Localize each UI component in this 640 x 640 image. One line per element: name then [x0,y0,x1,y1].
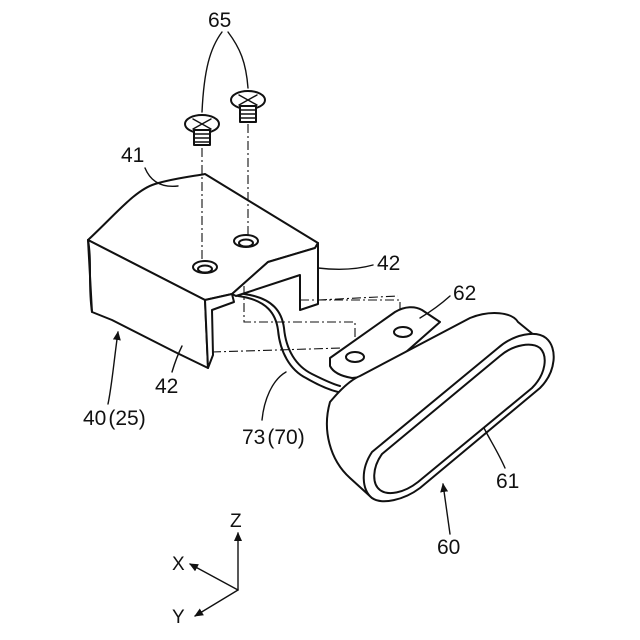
axis-y-label: Y [172,607,185,628]
y-axis-arrow [195,590,238,616]
label-42-right: 42 [377,252,400,275]
leader-62 [420,296,450,318]
label-40: 40(25) [83,407,146,430]
arrow-40 [108,332,118,404]
leader-61 [484,428,505,468]
arrow-60 [443,484,450,534]
screw-right [231,91,265,122]
leader-65-right [228,32,248,88]
bracket-inner-face [205,294,234,368]
axis-triad: Z X Y [172,511,242,628]
label-65: 65 [208,9,231,32]
label-61: 61 [496,470,519,493]
leader-65-left [202,32,222,112]
label-60: 60 [437,536,460,559]
label-73: 73(70) [242,426,305,449]
label-42-left: 42 [155,375,178,398]
label-62: 62 [453,282,476,305]
unit-60 [327,307,554,501]
axis-x-label: X [172,554,185,575]
cable-73-edge [244,294,340,386]
x-axis-arrow [190,564,238,590]
screw-left [185,115,219,145]
label-41: 41 [121,144,144,167]
leader-42-right [318,265,373,269]
axis-z-label: Z [230,511,242,532]
leader-73 [262,372,286,420]
bracket-41 [88,174,318,368]
